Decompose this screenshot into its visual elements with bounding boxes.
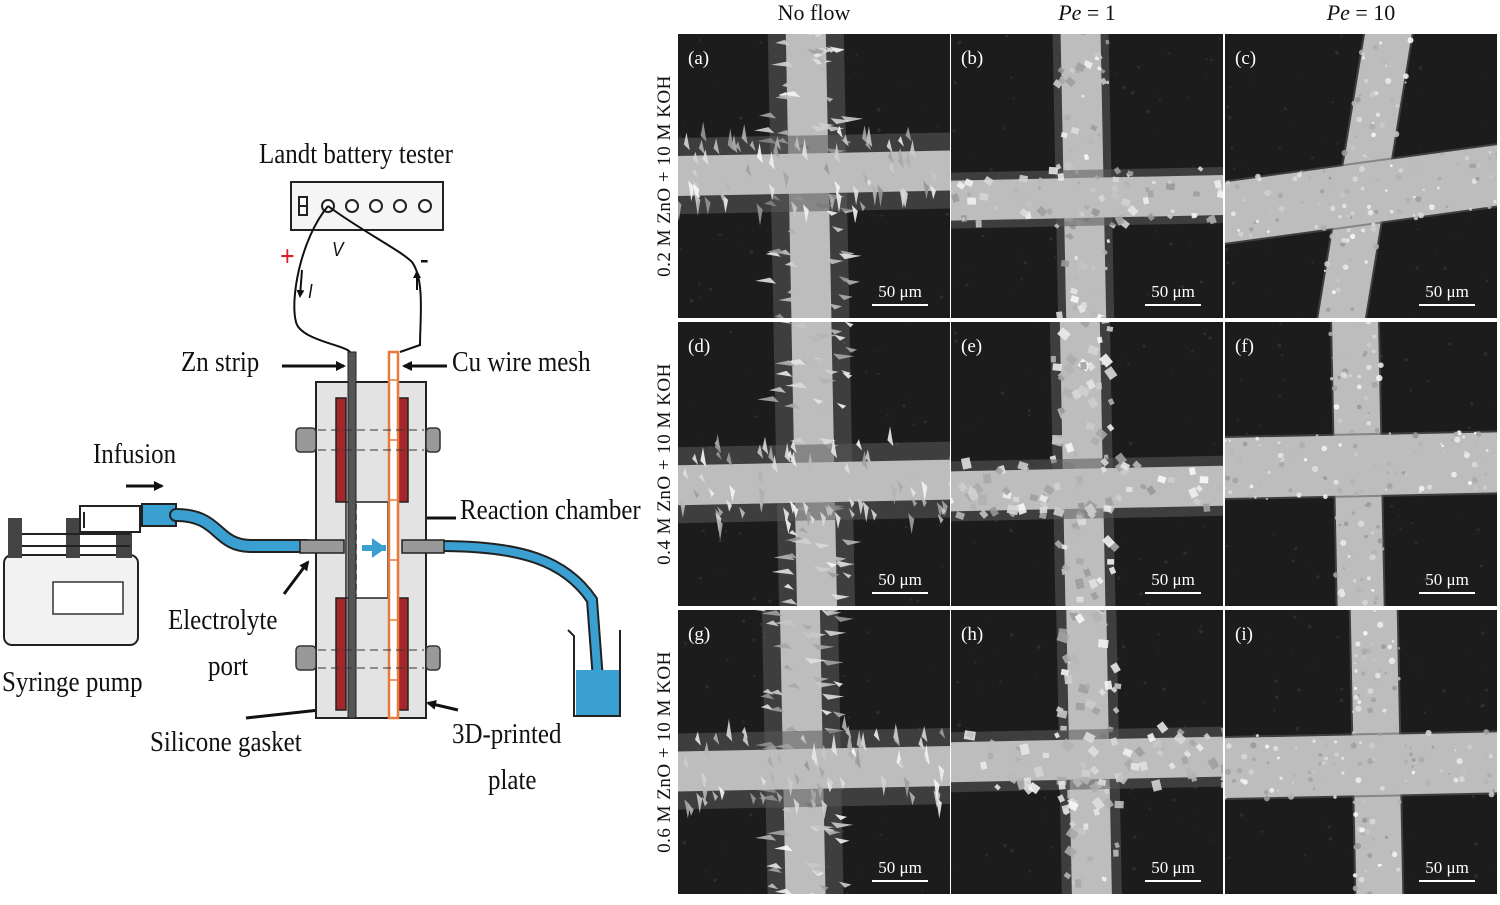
sem-panel: (b) 50 μm — [951, 34, 1223, 318]
scale-bar: 50 μm — [1145, 282, 1201, 306]
electrolyte-port-label-line1: Electrolyte — [168, 606, 277, 635]
scale-bar: 50 μm — [1419, 282, 1475, 306]
sem-panel: (i) 50 μm — [1225, 610, 1497, 894]
panel-letter: (d) — [688, 336, 710, 358]
sem-panel: (e) 50 μm — [951, 322, 1223, 606]
scale-bar-line — [1419, 592, 1475, 594]
scale-bar-label: 50 μm — [1419, 858, 1475, 878]
current-symbol: I — [308, 282, 313, 302]
scale-bar-label: 50 μm — [1419, 282, 1475, 302]
scale-bar-label: 50 μm — [1145, 570, 1201, 590]
scale-bar-line — [1419, 304, 1475, 306]
column-title-pe-10: Pe = 10 — [1225, 0, 1497, 26]
panel-letter: (e) — [961, 336, 982, 358]
sem-micrograph — [1225, 322, 1497, 606]
panel-letter: (g) — [688, 624, 710, 646]
sem-panel: (d) 50 μm — [678, 322, 950, 606]
scale-bar-line — [1145, 304, 1201, 306]
experimental-setup-schematic: Landt battery tester + - V I Zn strip Cu… — [0, 0, 660, 900]
sem-panel: (a) 50 μm — [678, 34, 950, 318]
sem-micrograph — [951, 610, 1223, 894]
sem-panel: (c) 50 μm — [1225, 34, 1497, 318]
zn-strip-label: Zn strip — [181, 348, 259, 377]
sem-micrograph — [1225, 610, 1497, 894]
scale-bar-label: 50 μm — [872, 858, 928, 878]
syringe-pump — [4, 504, 176, 645]
scale-bar-label: 50 μm — [872, 282, 928, 302]
sem-micrograph — [951, 322, 1223, 606]
column-title-no-flow: No flow — [678, 0, 950, 26]
sem-panel: (h) 50 μm — [951, 610, 1223, 894]
scale-bar-line — [872, 880, 928, 882]
scale-bar-label: 50 μm — [872, 570, 928, 590]
column-title-pe-1: Pe = 1 — [951, 0, 1223, 26]
scale-bar: 50 μm — [1419, 858, 1475, 882]
sem-panel: (g) 50 μm — [678, 610, 950, 894]
panel-letter: (c) — [1235, 48, 1256, 70]
sem-panel: (f) 50 μm — [1225, 322, 1497, 606]
sem-micrograph — [678, 322, 950, 606]
battery-tester — [291, 182, 443, 230]
silicone-gasket-label: Silicone gasket — [150, 728, 302, 757]
printed-plate-label-line2: plate — [488, 766, 536, 795]
scale-bar-label: 50 μm — [1145, 858, 1201, 878]
reaction-chamber-label: Reaction chamber — [460, 496, 641, 525]
panel-letter: (h) — [961, 624, 983, 646]
panel-letter: (b) — [961, 48, 983, 70]
scale-bar: 50 μm — [872, 282, 928, 306]
syringe-pump-label: Syringe pump — [2, 668, 143, 697]
sem-micrograph — [951, 34, 1223, 318]
scale-bar: 50 μm — [872, 858, 928, 882]
sem-micrograph — [678, 34, 950, 318]
negative-terminal-sign: - — [420, 244, 429, 274]
scale-bar-label: 50 μm — [1419, 570, 1475, 590]
sem-micrograph — [678, 610, 950, 894]
scale-bar: 50 μm — [872, 570, 928, 594]
panel-letter: (f) — [1235, 336, 1254, 358]
panel-letter: (a) — [688, 48, 709, 70]
row-label-0-6m: 0.6 M ZnO + 10 M KOH — [648, 610, 682, 894]
scale-bar-line — [872, 304, 928, 306]
printed-plate-label-line1: 3D-printed — [452, 720, 561, 749]
voltage-symbol: V — [332, 240, 343, 260]
scale-bar-label: 50 μm — [1145, 282, 1201, 302]
scale-bar-line — [1145, 592, 1201, 594]
infusion-label: Infusion — [93, 440, 176, 469]
scale-bar: 50 μm — [1419, 570, 1475, 594]
flow-cell — [296, 352, 444, 718]
row-label-0-2m: 0.2 M ZnO + 10 M KOH — [648, 34, 682, 318]
scale-bar-line — [1419, 880, 1475, 882]
scale-bar: 50 μm — [1145, 858, 1201, 882]
row-label-0-4m: 0.4 M ZnO + 10 M KOH — [648, 322, 682, 606]
sem-micrograph — [1225, 34, 1497, 318]
scale-bar: 50 μm — [1145, 570, 1201, 594]
electrolyte-port-label-line2: port — [208, 652, 248, 681]
scale-bar-line — [1145, 880, 1201, 882]
cu-wire-mesh-label: Cu wire mesh — [452, 348, 591, 377]
panel-letter: (i) — [1235, 624, 1253, 646]
battery-tester-label: Landt battery tester — [259, 140, 453, 169]
scale-bar-line — [872, 592, 928, 594]
positive-terminal-sign: + — [280, 242, 295, 272]
